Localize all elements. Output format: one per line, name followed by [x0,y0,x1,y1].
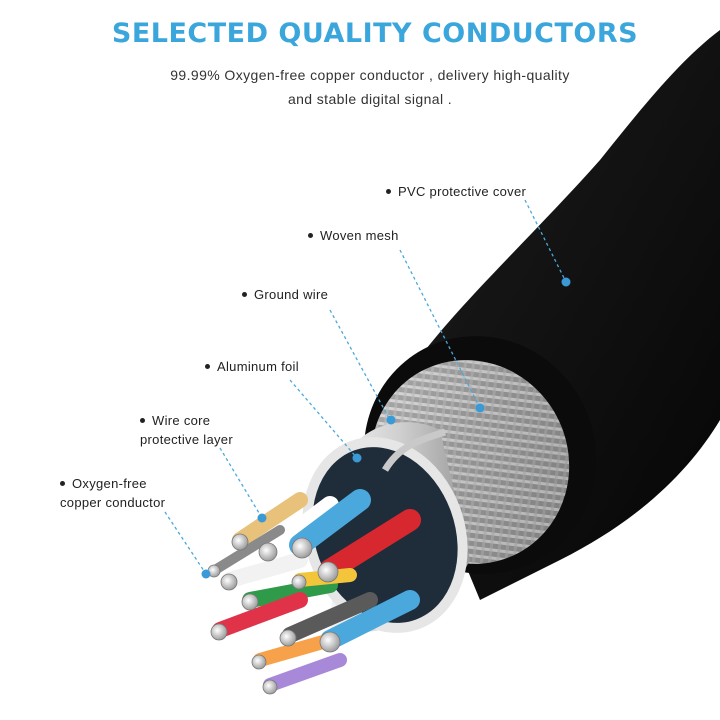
callout-ground-label: Ground wire [254,287,329,302]
subtitle-line-1: 99.99% Oxygen-free copper conductor , de… [170,67,570,83]
page-title: SELECTED QUALITY CONDUCTORS [111,18,639,49]
subtitle-line-2: and stable digital signal . [287,91,453,107]
ground-wire-shape [381,428,447,472]
callout-pvc-cover: PVC protective cover [386,182,526,201]
callout-copper-conductor: Oxygen-free copper conductor [60,474,165,512]
callout-leader-lines [164,199,567,575]
page-subtitle: 99.99% Oxygen-free copper conductor , de… [0,63,720,111]
bullet-dot [140,418,145,424]
callout-foil-label: Aluminum foil [217,359,299,374]
inner-wires [210,489,421,692]
callout-wire-core-layer: Wire core protective layer [140,411,233,449]
callout-pvc-label: PVC protective cover [398,184,527,199]
callout-core-label-2: protective layer [140,432,233,447]
callout-woven-mesh: Woven mesh [308,226,399,245]
callout-dots [201,277,571,579]
bullet-dot [242,292,247,298]
bullet-dot [386,189,391,195]
bullet-dot [308,233,313,239]
callout-aluminum-foil: Aluminum foil [205,357,299,376]
callout-mesh-label: Woven mesh [320,228,399,243]
callout-copper-label-2: copper conductor [60,495,166,510]
callout-ground-wire: Ground wire [242,285,328,304]
bullet-dot [205,364,210,370]
callout-core-label-1: Wire core [152,413,211,428]
copper-conductor-ends [207,533,341,695]
callout-copper-label-1: Oxygen-free [72,476,147,491]
bullet-dot [60,481,65,487]
